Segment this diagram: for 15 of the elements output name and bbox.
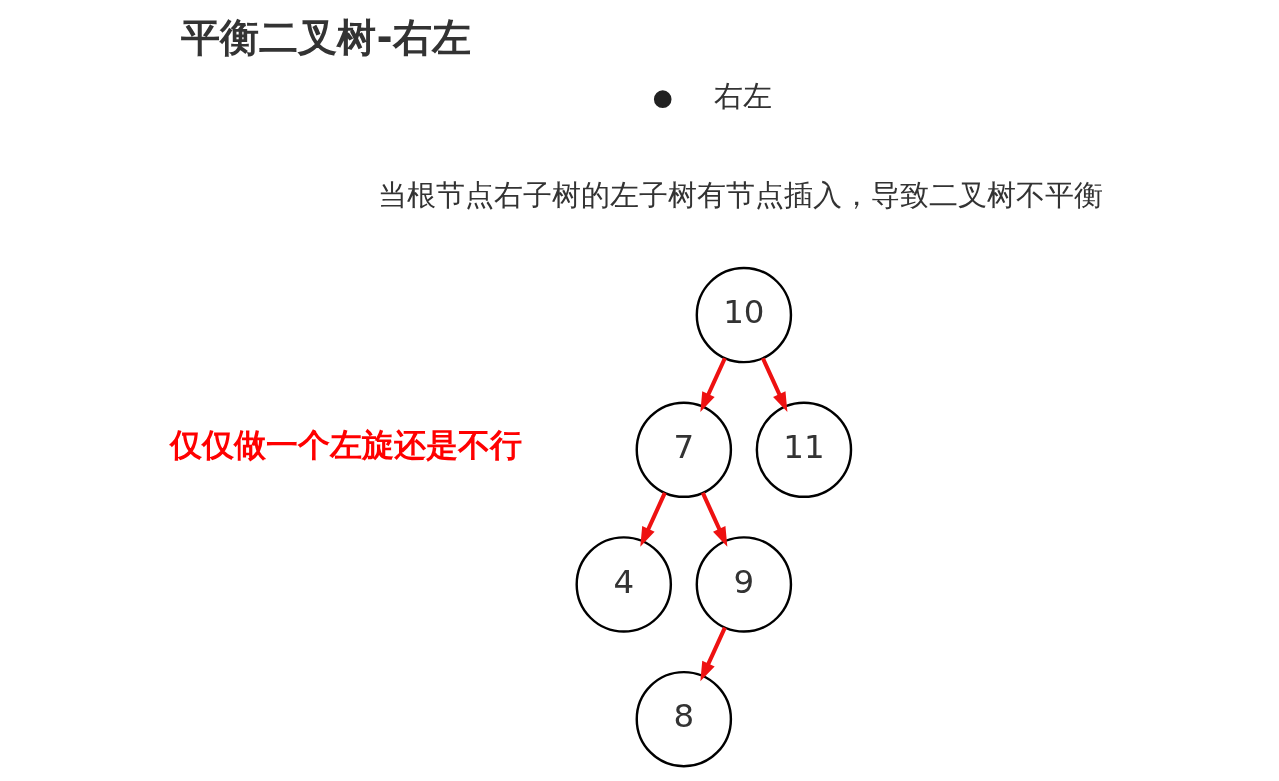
node-circle: 10 [695,266,792,364]
node-circle: 4 [575,536,672,633]
node-circle: 8 [635,670,732,768]
node-circle: 9 [695,536,792,633]
diagram-title: 平衡二叉树-右左 [180,14,471,60]
arrow [760,357,787,412]
arrow [699,357,727,412]
node-circle: 11 [755,401,852,499]
label: 当根节点右子树的左子树有节点插入，导致二叉树不平衡 [377,178,1103,213]
label: 仅仅做一个左旋还是不行 [169,426,522,465]
label: 右左 [713,79,772,114]
arrow [700,492,727,547]
arrow [699,626,727,682]
node-circle: 7 [635,401,732,499]
arrow [639,492,667,547]
